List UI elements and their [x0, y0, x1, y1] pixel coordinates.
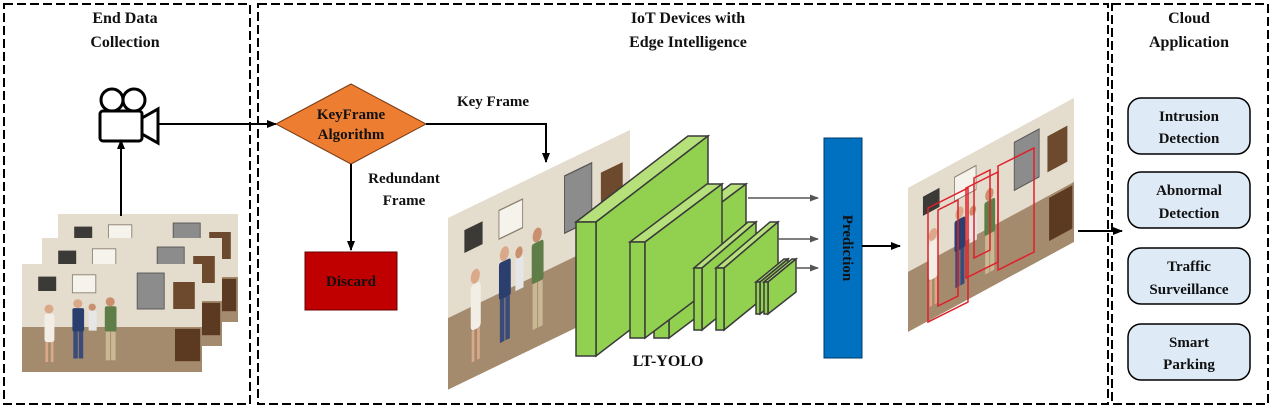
- keyframe-algorithm-node: KeyFrame Algorithm: [274, 83, 428, 165]
- keyframe-algorithm-label-line2: Algorithm: [318, 127, 385, 143]
- section-cloud-application: [1111, 3, 1269, 405]
- app-label-line1: Smart: [1169, 335, 1209, 351]
- prediction-label: Prediction: [839, 215, 855, 282]
- app-intrusion-detection: Intrusion Detection: [1127, 97, 1251, 155]
- end-section-title-line2: Collection: [90, 34, 159, 51]
- arrow-key-frame: [426, 123, 550, 163]
- input-frame-front: [21, 263, 203, 373]
- app-label-line2: Detection: [1159, 131, 1220, 147]
- app-smart-parking: Smart Parking: [1127, 323, 1251, 381]
- app-label-line2: Parking: [1163, 357, 1215, 373]
- lt-yolo-network: [573, 134, 799, 358]
- discard-label: Discard: [326, 274, 377, 290]
- prediction-node: Prediction: [823, 137, 863, 359]
- app-traffic-surveillance: Traffic Surveillance: [1127, 247, 1251, 305]
- app-label-line2: Surveillance: [1149, 282, 1229, 298]
- section-end-data-collection: [3, 3, 251, 405]
- app-label-line1: Intrusion: [1159, 109, 1220, 125]
- redundant-frame-label-line1: Redundant: [368, 171, 440, 187]
- iot-section-title-line1: IoT Devices with: [631, 10, 745, 27]
- end-section-title-line1: End Data: [92, 10, 157, 27]
- app-label-line1: Abnormal: [1156, 183, 1222, 199]
- video-camera-icon: [98, 87, 160, 146]
- app-label-line2: Detection: [1159, 206, 1220, 222]
- cloud-section-title-line2: Application: [1149, 34, 1229, 51]
- discard-node: Discard: [304, 251, 398, 311]
- app-label-line1: Traffic: [1167, 259, 1211, 275]
- app-abnormal-detection: Abnormal Detection: [1127, 171, 1251, 229]
- cloud-section-title-line1: Cloud: [1168, 10, 1210, 27]
- redundant-frame-label-line2: Frame: [383, 193, 426, 209]
- iot-section-title-line2: Edge Intelligence: [629, 34, 747, 51]
- section-iot-devices: [257, 3, 1109, 405]
- keyframe-algorithm-label-line1: KeyFrame: [317, 107, 386, 123]
- lt-yolo-label: LT-YOLO: [633, 353, 704, 370]
- output-detection-frame: [908, 98, 1074, 332]
- input-video-frames: [21, 213, 239, 373]
- key-frame-label: Key Frame: [457, 94, 529, 110]
